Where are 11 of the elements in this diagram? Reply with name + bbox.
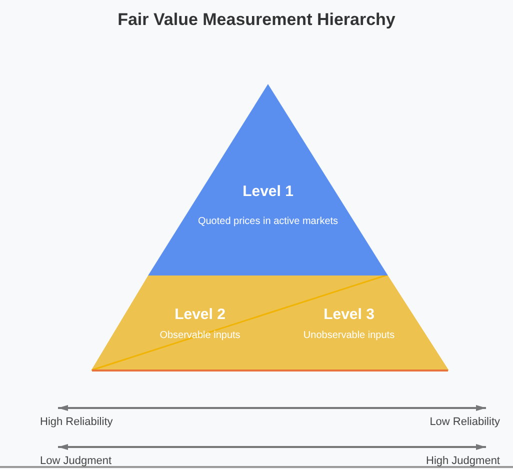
title: Fair Value Measurement Hierarchy (116, 10, 396, 30)
scale-label: Low Judgment (40, 455, 112, 467)
level-heading: Level 1 (242, 183, 294, 200)
level-description: Quoted prices in active markets (198, 216, 338, 227)
level-description: Unobservable inputs (303, 330, 395, 341)
level-heading: Level 3 (324, 306, 374, 323)
scale-label: High Judgment (426, 455, 500, 467)
level-heading: Level 2 (174, 306, 226, 323)
scale-label: Low Reliability (430, 416, 500, 428)
level-description: Observable inputs (160, 330, 240, 341)
scale-label: High Reliability (40, 416, 113, 428)
